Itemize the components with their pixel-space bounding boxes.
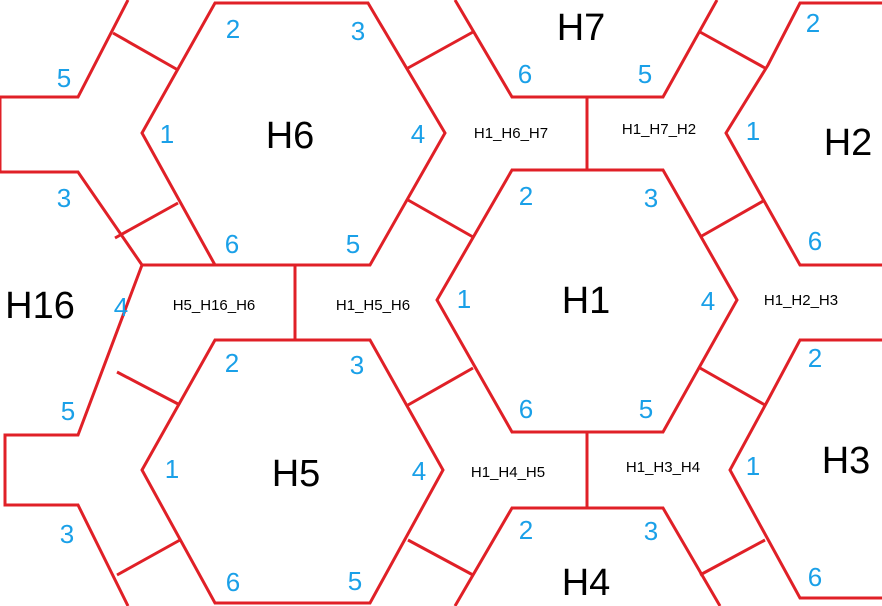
edge-connector xyxy=(699,366,766,407)
hexagon-h16-upper-outline xyxy=(0,0,295,267)
hexagon-label-h7: H7 xyxy=(557,7,606,49)
hexagon-h2-outline xyxy=(724,1,882,267)
hexagon-h4-outline xyxy=(453,506,722,606)
junction-label-h1-h2-h3: H1_H2_H3 xyxy=(764,292,838,309)
vertex-label-h1-5: 5 xyxy=(639,394,653,424)
hexagon-h3-outline xyxy=(728,338,882,600)
edge-connector xyxy=(699,30,766,70)
vertex-label-h1-3: 3 xyxy=(644,183,658,213)
edge-connector xyxy=(116,370,181,407)
hexagon-label-h5: H5 xyxy=(272,453,321,495)
vertex-label-h5-1: 1 xyxy=(165,454,179,484)
vertex-label-h16-5-upper: 5 xyxy=(57,63,71,93)
edge-connector xyxy=(407,538,474,577)
hexagon-h6-outline xyxy=(140,1,447,267)
vertex-label-h6-5: 5 xyxy=(346,229,360,259)
edge-connector xyxy=(114,201,179,240)
vertex-label-h3-2: 2 xyxy=(808,343,822,373)
vertex-label-h5-3: 3 xyxy=(350,350,364,380)
edge-connector xyxy=(699,538,766,577)
hexagon-labels: H6 H7 H2 H16 H1 H5 H3 H4 xyxy=(5,7,872,604)
junction-label-h1-h7-h2: H1_H7_H2 xyxy=(622,121,696,138)
junction-label-h1-h5-h6: H1_H5_H6 xyxy=(336,297,410,314)
hexagon-label-h4: H4 xyxy=(562,562,611,604)
vertex-label-h4-3: 3 xyxy=(644,516,658,546)
vertex-label-h1-2: 2 xyxy=(519,181,533,211)
junction-label-h5-h16-h6: H5_H16_H6 xyxy=(173,297,256,314)
hexagon-h16-lower-outline xyxy=(3,264,144,606)
vertex-label-h16-3: 3 xyxy=(57,183,71,213)
junction-label-h1-h4-h5: H1_H4_H5 xyxy=(471,464,545,481)
vertex-label-h16-5-lower: 5 xyxy=(61,396,75,426)
junction-labels: H1_H6_H7 H1_H7_H2 H5_H16_H6 H1_H5_H6 H1_… xyxy=(173,121,838,481)
vertex-label-h7-6: 6 xyxy=(518,59,532,89)
vertex-label-h3-6: 6 xyxy=(808,562,822,592)
vertex-label-h5-5: 5 xyxy=(348,566,362,596)
hexagon-h7-outline xyxy=(453,0,719,99)
vertex-label-h1-4: 4 xyxy=(701,286,715,316)
vertex-label-h2-2: 2 xyxy=(806,8,820,38)
edge-connector xyxy=(112,31,179,72)
vertex-label-h6-2: 2 xyxy=(226,14,240,44)
vertex-label-h5-6: 6 xyxy=(226,567,240,597)
vertex-label-h5-2: 2 xyxy=(225,348,239,378)
vertex-label-h16-4: 4 xyxy=(114,292,128,322)
hexagon-label-h2: H2 xyxy=(824,122,873,164)
vertex-label-h2-1: 1 xyxy=(746,116,760,146)
vertex-label-h5-4: 4 xyxy=(412,456,426,486)
vertex-label-h3-1: 1 xyxy=(746,451,760,481)
vertex-label-h2-6: 6 xyxy=(808,226,822,256)
vertex-label-h6-3: 3 xyxy=(351,16,365,46)
hexagon-label-h6: H6 xyxy=(266,115,315,157)
vertex-label-h7-5: 5 xyxy=(638,59,652,89)
hexagon-h1-outline xyxy=(435,168,739,434)
vertex-label-h6-1: 1 xyxy=(160,119,174,149)
vertex-label-h1-6: 6 xyxy=(519,394,533,424)
junction-label-h1-h6-h7: H1_H6_H7 xyxy=(474,125,548,142)
edge-connector xyxy=(699,198,766,239)
hexagon-label-h1: H1 xyxy=(562,280,611,322)
vertex-label-h6-6: 6 xyxy=(225,229,239,259)
edge-connector xyxy=(407,198,474,239)
hexagon-label-h3: H3 xyxy=(822,440,871,482)
edge-connector xyxy=(407,366,474,407)
junction-label-h1-h3-h4: H1_H3_H4 xyxy=(626,459,700,476)
vertex-label-h1-1: 1 xyxy=(457,284,471,314)
vertex-label-h6-4: 4 xyxy=(411,119,425,149)
vertex-label-h16-3-lower: 3 xyxy=(60,519,74,549)
edge-connector xyxy=(407,30,474,70)
edge-connector xyxy=(116,538,181,577)
hexagon-h5-outline xyxy=(140,338,445,605)
hexagon-label-h16: H16 xyxy=(5,285,75,327)
vertex-labels: 1 2 3 4 5 6 5 6 1 2 6 3 4 5 5 3 1 2 3 4 … xyxy=(57,8,822,597)
vertex-label-h4-2: 2 xyxy=(519,515,533,545)
